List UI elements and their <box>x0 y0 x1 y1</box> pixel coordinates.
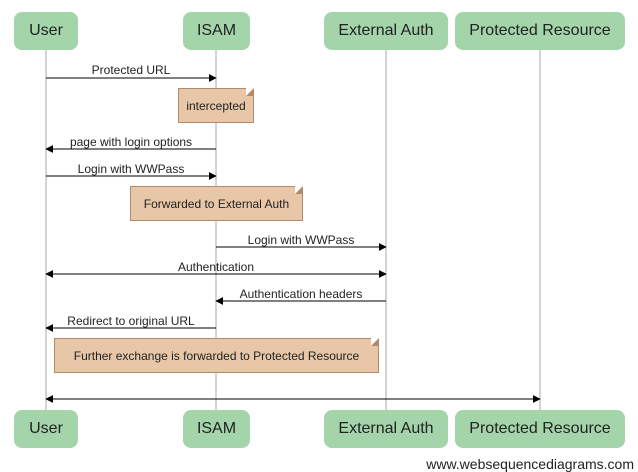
note-intercepted: intercepted <box>178 88 254 123</box>
participant-external-auth-bottom: External Auth <box>324 410 448 448</box>
message-label-authentication: Authentication <box>177 260 255 274</box>
participant-isam-top: ISAM <box>183 12 250 50</box>
participant-protected-resource-top: Protected Resource <box>455 12 625 50</box>
message-label-authentication-headers: Authentication headers <box>239 287 363 301</box>
participant-isam-bottom: ISAM <box>183 410 250 448</box>
participant-user-top: User <box>14 12 78 50</box>
message-label-redirect: Redirect to original URL <box>67 314 195 328</box>
participant-label: External Auth <box>338 420 434 437</box>
note-forwarded-to-external-auth: Forwarded to External Auth <box>130 186 303 221</box>
note-further-exchange: Further exchange is forwarded to Protect… <box>54 338 379 373</box>
participant-label: ISAM <box>196 420 237 437</box>
participant-protected-resource-bottom: Protected Resource <box>455 410 625 448</box>
message-label-page-with-login-options: page with login options <box>69 135 193 149</box>
participant-label: ISAM <box>196 22 237 39</box>
note-text: intercepted <box>186 98 246 113</box>
watermark-link[interactable]: www.websequencediagrams.com <box>426 456 634 472</box>
participant-label: Protected Resource <box>469 420 611 437</box>
message-label-login-with-wwpass-1: Login with WWPass <box>77 162 185 176</box>
participant-user-bottom: User <box>14 410 78 448</box>
message-label-protected-url: Protected URL <box>91 63 171 77</box>
participant-label: External Auth <box>338 22 434 39</box>
message-label-login-with-wwpass-2: Login with WWPass <box>247 233 355 247</box>
participant-external-auth-top: External Auth <box>324 12 448 50</box>
note-text: Further exchange is forwarded to Protect… <box>73 348 360 363</box>
participant-label: User <box>29 22 63 39</box>
note-text: Forwarded to External Auth <box>143 196 290 211</box>
participant-label: User <box>29 420 63 437</box>
participant-label: Protected Resource <box>469 22 611 39</box>
